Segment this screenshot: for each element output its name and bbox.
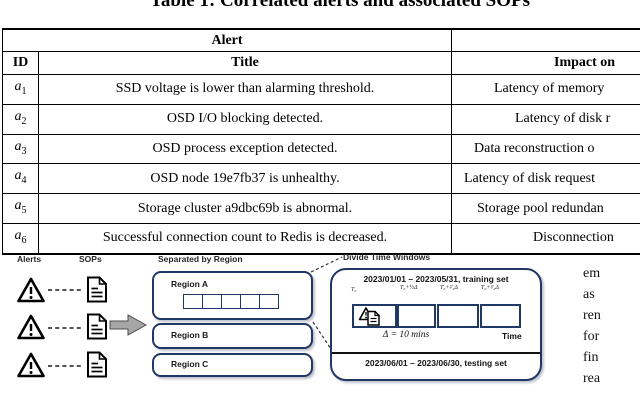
region-label: Region C [171, 359, 209, 369]
body-text-fragment: fin [583, 350, 599, 365]
time-cell [240, 294, 260, 309]
table-caption: Table 1: Correlated alerts and associate… [150, 0, 530, 11]
time-cell [202, 294, 222, 309]
col-header-impact: Impact on [451, 51, 640, 75]
time-window [437, 304, 479, 328]
time-cell [221, 294, 241, 309]
alert-impact: Latency of memory [451, 74, 640, 105]
tick-label: T₀+²⁄₂Δ [440, 285, 458, 291]
alert-id: a1 [2, 74, 39, 105]
alert-table: Alert ID Title Impact on a1 SSD voltage … [2, 28, 640, 255]
body-text-fragment: rea [583, 371, 601, 386]
table-row: a3 OSD process exception detected. Data … [2, 133, 640, 165]
alert-title: OSD process exception detected. [38, 133, 452, 165]
region-c-box: Region C [152, 353, 313, 377]
alerts-label: Alerts [17, 254, 42, 264]
region-b-box: Region B [152, 323, 313, 349]
right-group-header [451, 28, 640, 52]
alert-impact: Latency of disk request [451, 163, 640, 195]
alert-id: a2 [2, 103, 39, 135]
table-header-row: ID Title Impact on [2, 51, 640, 75]
alert-impact: Storage pool redundan [451, 193, 640, 224]
testing-set-label: 2023/06/01 – 2023/06/30, testing set [365, 358, 507, 368]
table-group-header-row: Alert [2, 28, 640, 52]
body-text-fragment: for [583, 329, 600, 344]
table-row: a1 SSD voltage is lower than alarming th… [2, 74, 640, 105]
alert-warning-icon [17, 277, 45, 303]
col-header-title: Title [38, 51, 452, 75]
tick-label: T₀+½Δ [400, 285, 418, 291]
alert-sop-pair-icon [358, 307, 380, 326]
delta-duration-label: Δ = 10 mins [382, 330, 430, 340]
alert-id: a5 [2, 193, 39, 224]
time-axis-label: Time [502, 331, 522, 341]
table-row: a5 Storage cluster a9dbc69b is abnormal.… [2, 193, 640, 224]
arrow-right-icon [109, 314, 148, 336]
region-a-box: Region A [152, 271, 313, 320]
alert-title: OSD node 19e7fb37 is unhealthy. [38, 163, 452, 195]
training-set-label: 2023/01/01 – 2023/05/31, training set [363, 274, 509, 284]
time-window [352, 304, 397, 328]
alert-impact: Latency of disk r [451, 103, 640, 135]
region-label: Region B [171, 330, 209, 340]
alert-id: a3 [2, 133, 39, 165]
alert-title: Successful connection count to Redis is … [38, 222, 452, 255]
tick-label: T₀+³⁄₂Δ [481, 285, 499, 291]
alert-warning-icon [17, 314, 45, 340]
time-window [397, 304, 436, 328]
separated-by-region-label: Separated by Region [158, 254, 243, 264]
region-a-time-cells [183, 294, 279, 309]
divide-time-windows-label: Divide Time Windows [343, 252, 431, 262]
time-cell [259, 294, 279, 309]
table-row: a2 OSD I/O blocking detected. Latency of… [2, 103, 640, 135]
alert-impact: Disconnection [451, 222, 640, 255]
alert-id: a6 [2, 222, 39, 255]
col-header-id: ID [2, 51, 39, 75]
tick-label: T₀ [351, 287, 357, 293]
alert-title: SSD voltage is lower than alarming thres… [38, 74, 452, 105]
time-window-box: 2023/01/01 – 2023/05/31, training set T₀… [330, 268, 542, 381]
alert-warning-icon [17, 352, 45, 378]
sop-document-icon [87, 351, 107, 378]
body-text-fragment: ren [583, 308, 601, 323]
sop-document-icon [87, 313, 107, 340]
alert-id: a4 [2, 163, 39, 195]
sop-document-icon [87, 276, 107, 303]
table-row: a6 Successful connection count to Redis … [2, 222, 640, 255]
time-cell [183, 294, 203, 309]
body-text-fragment: as [583, 287, 595, 302]
alert-group-header: Alert [2, 28, 452, 52]
alert-title: Storage cluster a9dbc69b is abnormal. [38, 193, 452, 224]
alert-title: OSD I/O blocking detected. [38, 103, 452, 135]
alert-impact: Data reconstruction o [451, 133, 640, 165]
time-window [480, 304, 521, 328]
train-test-divider [332, 352, 540, 354]
sops-label: SOPs [79, 254, 102, 264]
region-label: Region A [171, 279, 208, 289]
body-text-fragment: em [583, 266, 601, 281]
table-row: a4 OSD node 19e7fb37 is unhealthy. Laten… [2, 163, 640, 195]
